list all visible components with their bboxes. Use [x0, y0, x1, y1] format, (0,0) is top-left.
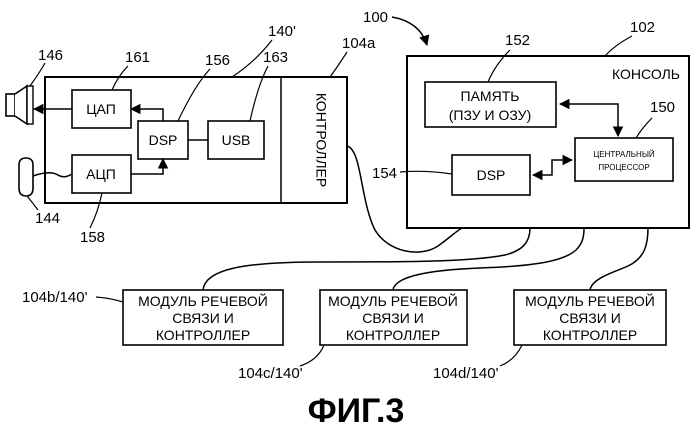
ref-163: 163: [263, 49, 288, 66]
ref-100: 100: [363, 9, 388, 26]
ref-156: 156: [205, 52, 230, 69]
figure-caption: ФИГ.3: [308, 392, 405, 429]
module-d-line1: МОДУЛЬ РЕЧЕВОЙ: [525, 292, 655, 309]
ref-102: 102: [630, 19, 655, 36]
lead-146: [30, 63, 45, 86]
ref-150: 150: [650, 99, 675, 116]
cpu-block: [575, 138, 673, 181]
ref-154: 154: [372, 165, 397, 182]
cable-module-c-to-console: [393, 228, 584, 290]
ref-161: 161: [125, 49, 150, 66]
lead-144: [27, 196, 38, 210]
lead-104c: [300, 345, 324, 366]
ref-144: 144: [35, 210, 60, 227]
lead-104d: [500, 345, 522, 366]
lead-104b: [96, 297, 123, 302]
lead-104a: [330, 52, 347, 77]
ref-104a: 104a: [342, 35, 376, 52]
module-d-line3: КОНТРОЛЛЕР: [543, 327, 637, 343]
cable-module-d-to-console: [590, 228, 648, 290]
ref-146: 146: [38, 47, 63, 64]
module-d-line2: СВЯЗИ И: [559, 310, 621, 326]
console-label: КОНСОЛЬ: [612, 66, 680, 82]
cpu-label-1: ЦЕНТРАЛЬНЫЙ: [593, 150, 655, 159]
ref-152: 152: [505, 32, 530, 49]
memory-label-1: ПАМЯТЬ: [461, 88, 520, 104]
speaker-icon: [6, 86, 33, 124]
ref-158: 158: [80, 229, 105, 246]
module-c-line1: МОДУЛЬ РЕЧЕВОЙ: [328, 292, 458, 309]
memory-label-2: (ПЗУ И ОЗУ): [449, 107, 532, 123]
cpu-label-2: ПРОЦЕССОР: [598, 163, 649, 172]
dsp-console-label: DSP: [477, 167, 506, 183]
dac-label: ЦАП: [86, 101, 116, 117]
module-c-line3: КОНТРОЛЛЕР: [346, 327, 440, 343]
module-b-line2: СВЯЗИ И: [172, 310, 234, 326]
usb-label: USB: [222, 132, 251, 148]
module-b-line1: МОДУЛЬ РЕЧЕВОЙ: [138, 292, 268, 309]
microphone-icon: [19, 158, 33, 196]
lead-100-arrow: [392, 17, 427, 45]
lead-102: [605, 36, 632, 56]
cable-module-b-to-console: [203, 228, 530, 290]
dsp-controller-label: DSP: [149, 132, 178, 148]
ref-104d: 104d/140': [433, 365, 499, 382]
module-c-line2: СВЯЗИ И: [362, 310, 424, 326]
ref-104b: 104b/140': [22, 289, 88, 306]
ref-104c: 104c/140': [238, 365, 303, 382]
controller-label: КОНТРОЛЛЕР: [313, 93, 329, 187]
module-b-line3: КОНТРОЛЛЕР: [156, 327, 250, 343]
adc-label: АЦП: [86, 166, 116, 182]
ref-140p: 140': [268, 23, 296, 40]
